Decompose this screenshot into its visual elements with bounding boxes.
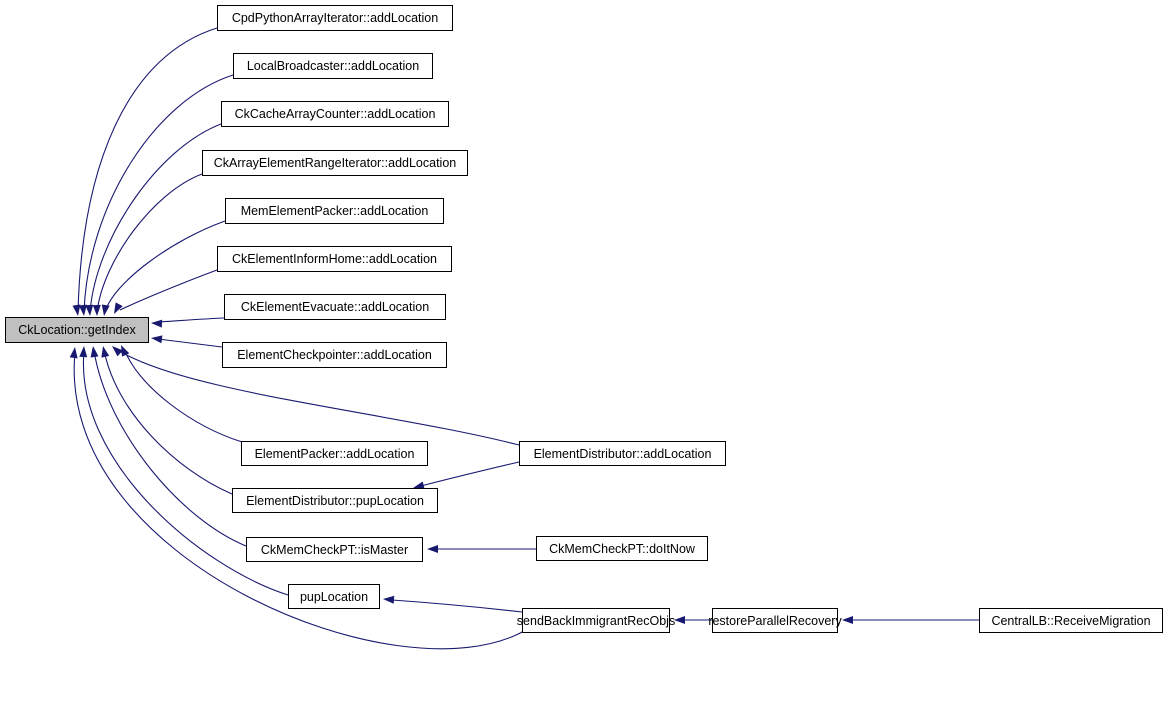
edge-elemcheckpointer-to-getindex bbox=[157, 338, 223, 348]
node-sendbackimmigrantrecobjs[interactable]: sendBackImmigrantRecObjs bbox=[517, 608, 675, 633]
edge-sendback-to-getindex bbox=[73, 351, 525, 650]
arrowhead bbox=[151, 319, 163, 328]
node-memelementpacker-addlocation[interactable]: MemElementPacker::addLocation bbox=[225, 198, 444, 224]
edge-elemdistadd-to-getindex bbox=[115, 348, 520, 446]
arrowhead bbox=[674, 616, 685, 624]
node-cpdpythonarrayiterator-addlocation[interactable]: CpdPythonArrayIterator::addLocation bbox=[217, 5, 453, 31]
edge-elemdistadd-to-elemdistpup bbox=[420, 461, 520, 487]
arrowhead bbox=[69, 347, 78, 359]
node-elementcheckpointer-addlocation[interactable]: ElementCheckpointer::addLocation bbox=[222, 342, 447, 368]
edge-ckelemevacuate-to-getindex bbox=[157, 317, 225, 323]
edge-sendback-to-puplocation bbox=[391, 599, 523, 613]
node-ckcachearraycounter-addlocation[interactable]: CkCacheArrayCounter::addLocation bbox=[221, 101, 449, 127]
arrowhead bbox=[427, 545, 438, 553]
arrowhead bbox=[85, 304, 94, 316]
arrowhead bbox=[90, 346, 99, 358]
edge-ckcache-to-getindex bbox=[89, 123, 222, 313]
arrowhead bbox=[842, 616, 853, 624]
arrowhead bbox=[114, 302, 123, 314]
arrowhead bbox=[72, 304, 81, 316]
arrowhead bbox=[383, 595, 395, 604]
edge-ckeleminform-to-getindex bbox=[119, 269, 218, 311]
node-puplocation[interactable]: pupLocation bbox=[288, 584, 380, 609]
arrowhead bbox=[78, 304, 87, 316]
edge-elempacker-to-getindex bbox=[123, 348, 243, 443]
arrowhead bbox=[101, 304, 110, 316]
edge-puplocation-to-getindex bbox=[82, 350, 289, 596]
node-centrallb-receivemigration[interactable]: CentralLB::ReceiveMigration bbox=[979, 608, 1163, 633]
edge-memelempacker-to-getindex bbox=[104, 220, 226, 313]
node-ckmemcheckpt-ismaster[interactable]: CkMemCheckPT::isMaster bbox=[246, 537, 423, 562]
edge-elemdistpup-to-getindex bbox=[103, 349, 233, 495]
edge-cpdpython-to-getindex bbox=[77, 27, 218, 313]
node-ckelementevacuate-addlocation[interactable]: CkElementEvacuate::addLocation bbox=[224, 294, 446, 320]
node-localbroadcaster-addlocation[interactable]: LocalBroadcaster::addLocation bbox=[233, 53, 433, 79]
arrowhead bbox=[92, 304, 101, 316]
node-elementpacker-addlocation[interactable]: ElementPacker::addLocation bbox=[241, 441, 428, 466]
edge-ismaster-to-getindex bbox=[93, 350, 247, 547]
edge-localbroadcaster-to-getindex bbox=[83, 74, 234, 313]
node-ckelementinformhome-addlocation[interactable]: CkElementInformHome::addLocation bbox=[217, 246, 452, 272]
node-restoreparallelrecovery[interactable]: restoreParallelRecovery bbox=[708, 608, 842, 633]
node-cklocation-getindex: CkLocation::getIndex bbox=[5, 317, 149, 343]
arrowhead bbox=[151, 335, 163, 344]
arrowhead bbox=[112, 346, 123, 357]
arrowhead bbox=[101, 346, 110, 358]
edge-ckarrayrange-to-getindex bbox=[96, 173, 203, 313]
node-elementdistributor-addlocation[interactable]: ElementDistributor::addLocation bbox=[519, 441, 726, 466]
arrowhead bbox=[79, 346, 88, 358]
node-elementdistributor-puplocation[interactable]: ElementDistributor::pupLocation bbox=[232, 488, 438, 513]
arrowhead bbox=[413, 481, 425, 490]
node-ckmemcheckpt-doitnow[interactable]: CkMemCheckPT::doItNow bbox=[536, 536, 708, 561]
node-ckarrayelementrangeiterator-addlocation[interactable]: CkArrayElementRangeIterator::addLocation bbox=[202, 150, 468, 176]
